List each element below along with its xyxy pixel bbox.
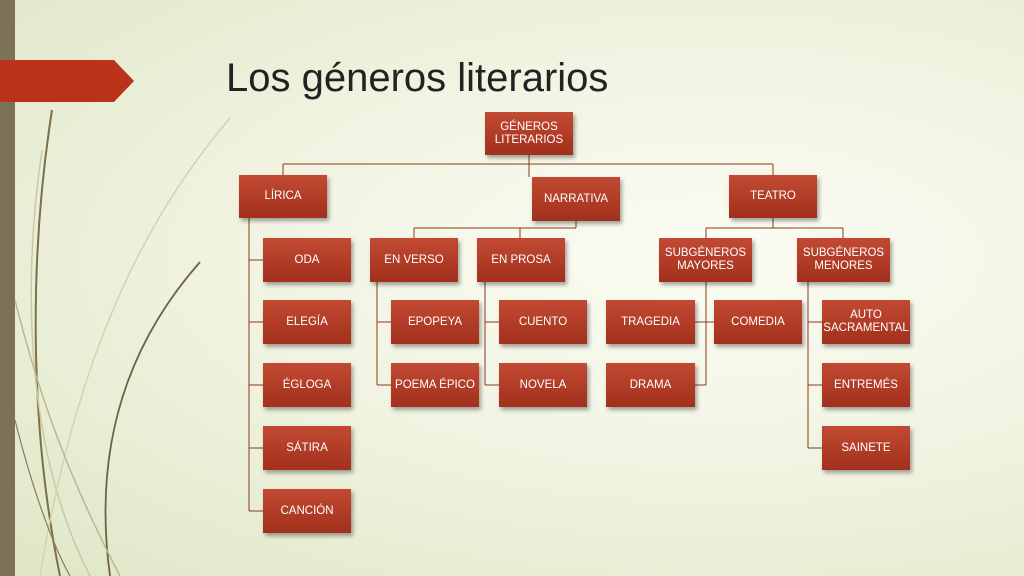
node-egloga: ÉGLOGA xyxy=(263,363,351,407)
node-narrativa: NARRATIVA xyxy=(532,177,620,221)
node-tragedia: TRAGEDIA xyxy=(606,300,695,344)
node-subgeneros-menores: SUBGÉNEROS MENORES xyxy=(797,238,890,282)
node-generos-literarios: GÉNEROS LITERARIOS xyxy=(485,112,573,155)
node-teatro: TEATRO xyxy=(729,175,817,218)
node-epopeya: EPOPEYA xyxy=(391,300,479,344)
node-oda: ODA xyxy=(263,238,351,282)
node-poema-epico: POEMA ÉPICO xyxy=(391,363,479,407)
node-novela: NOVELA xyxy=(499,363,587,407)
node-cuento: CUENTO xyxy=(499,300,587,344)
node-cancion: CANCIÓN xyxy=(263,489,351,533)
node-auto-sacramental: AUTO SACRAMENTAL xyxy=(822,300,910,344)
left-sidebar-bar xyxy=(0,0,15,576)
node-en-verso: EN VERSO xyxy=(370,238,458,282)
slide-title: Los géneros literarios xyxy=(226,56,609,100)
node-satira: SÁTIRA xyxy=(263,426,351,470)
node-drama: DRAMA xyxy=(606,363,695,407)
title-arrow-shape xyxy=(0,60,134,102)
node-comedia: COMEDIA xyxy=(714,300,802,344)
node-entremes: ENTREMÉS xyxy=(822,363,910,407)
node-subgeneros-mayores: SUBGÉNEROS MAYORES xyxy=(659,238,752,282)
node-en-prosa: EN PROSA xyxy=(477,238,565,282)
node-lirica: LÍRICA xyxy=(239,175,327,218)
node-elegia: ELEGÍA xyxy=(263,300,351,344)
node-sainete: SAINETE xyxy=(822,426,910,470)
